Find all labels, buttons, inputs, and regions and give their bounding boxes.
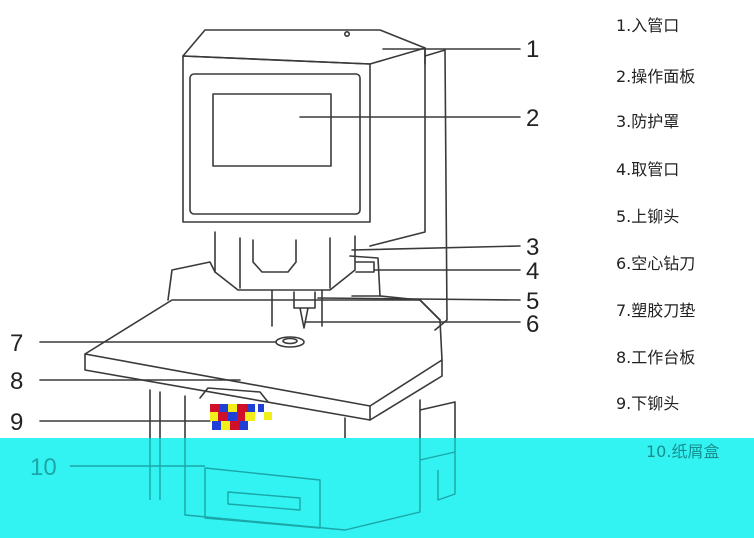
paper-box-handle: [227, 491, 301, 511]
noise-block: [210, 404, 272, 430]
legend-item-3: 3.防护罩: [616, 112, 680, 131]
callout-6: 6: [526, 311, 539, 338]
legend-item-4: 4.取管口: [616, 160, 680, 179]
base-lower-body: [184, 438, 421, 531]
lower-rivet-block: [199, 387, 269, 403]
base-foot: [419, 401, 456, 439]
inlet-hole: [343, 30, 350, 37]
legend-item-8: 8.工作台板: [616, 348, 696, 367]
callout-1: 1: [526, 36, 539, 63]
spindle: [271, 289, 323, 327]
machine-head-side: [369, 47, 426, 247]
worktable-top: [84, 299, 443, 407]
paper-box: [204, 467, 321, 529]
callout-8: 8: [10, 368, 23, 395]
leader-5: [317, 297, 521, 301]
plastic-pad-inner: [282, 337, 298, 345]
front-panel-frame: [189, 73, 361, 215]
callout-9: 9: [10, 409, 23, 436]
cover-guard: [239, 237, 331, 289]
drill-bit: [299, 307, 309, 329]
rear-column: [424, 49, 448, 331]
machine-head-front: [182, 55, 371, 223]
outlet-slot: [355, 261, 375, 273]
callout-2: 2: [526, 105, 539, 132]
legend-item-10: 10.纸屑盒: [646, 442, 720, 461]
legend-item-5: 5.上铆头: [616, 207, 680, 226]
legend-item-7: 7.塑胶刀垫: [616, 301, 696, 320]
legend-item-6: 6.空心钻刀: [616, 254, 696, 273]
base-body: [184, 395, 421, 439]
cover-bracket: [214, 231, 356, 291]
callout-7: 7: [10, 330, 23, 357]
legend-item-1: 1.入管口: [616, 16, 680, 35]
callout-3: 3: [526, 234, 539, 261]
callout-4: 4: [526, 258, 539, 285]
base-foot-lower: [419, 438, 456, 501]
callout-10: 10: [30, 454, 57, 481]
outlet-part: [349, 255, 381, 297]
head-top-edge: [182, 55, 371, 65]
base-left-leg: [149, 389, 161, 439]
legend-item-9: 9.下铆头: [616, 394, 680, 413]
base-lower-left: [149, 438, 161, 500]
operation-screen: [212, 93, 332, 167]
cover-window: [252, 239, 297, 273]
legend-item-2: 2.操作面板: [616, 67, 696, 86]
callout-5: 5: [526, 288, 539, 315]
back-plate: [167, 261, 216, 301]
band-drawing: 10: [30, 438, 456, 531]
leader-3: [351, 245, 521, 251]
